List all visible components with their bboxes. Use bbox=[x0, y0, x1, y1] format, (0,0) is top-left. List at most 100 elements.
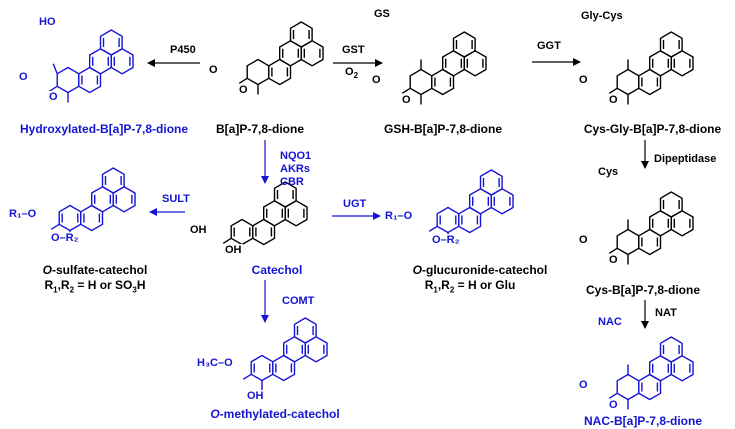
label-glucuronide-o-prefix: O bbox=[412, 263, 422, 277]
sulfate-r-text: = H or SO bbox=[74, 278, 133, 292]
structure-gsh-dione bbox=[401, 31, 487, 105]
enzyme-p450: P450 bbox=[170, 44, 196, 56]
structure-gsh-dione-ring-1 bbox=[409, 68, 433, 96]
enzyme-ugt: UGT bbox=[343, 198, 367, 210]
structure-glucuronide-catechol-ring-5 bbox=[479, 169, 503, 196]
atom-or2-glucuronide: O–R₂ bbox=[431, 234, 461, 246]
structure-cys-dione-bond-0 bbox=[608, 247, 618, 254]
atom-ho-hydroxylated: HO bbox=[38, 16, 57, 28]
atom-gs: GS bbox=[373, 8, 391, 20]
structure-cysgly-dione bbox=[608, 31, 694, 105]
structure-methylated-catechol-bond-0 bbox=[242, 373, 252, 380]
structure-cysgly-dione-ring-5 bbox=[659, 31, 683, 58]
atom-o-hydroxylated-2: O bbox=[48, 91, 59, 103]
atom-o-cysgly-2: O bbox=[608, 94, 619, 106]
structure-hydroxylated-dione-bond-2 bbox=[52, 63, 58, 75]
structure-parent-dione-ring-5 bbox=[289, 21, 313, 48]
structure-nac-dione-ring-5 bbox=[659, 336, 683, 363]
sulfate-r-sub3: 3 bbox=[132, 285, 137, 295]
structure-hydroxylated-dione-ring-5 bbox=[99, 29, 123, 56]
atom-o-hydroxylated-1: O bbox=[18, 71, 29, 83]
structure-cys-dione-ring-5 bbox=[659, 191, 683, 218]
enzyme-dipeptidase: Dipeptidase bbox=[654, 153, 717, 165]
structure-cysgly-dione-bond-0 bbox=[608, 87, 618, 94]
sulfate-r-sub1: 1 bbox=[53, 285, 58, 295]
label-methylated-catechol: O-methylated-catechol bbox=[195, 407, 355, 421]
label-hydroxylated-dione: Hydroxylated-B[a]P-7,8-dione bbox=[20, 122, 189, 136]
enzyme-gst: GST bbox=[342, 44, 365, 56]
structure-gsh-dione-ring-5 bbox=[452, 31, 476, 58]
enzyme-sult: SULT bbox=[162, 193, 190, 205]
enzyme-o2: O2 bbox=[345, 66, 358, 82]
structure-cys-dione-ring-1 bbox=[616, 228, 640, 256]
label-catechol: Catechol bbox=[251, 263, 303, 277]
structure-sulfate-catechol bbox=[50, 167, 136, 241]
atom-gly-cys: Gly-Cys bbox=[580, 10, 624, 22]
structure-hydroxylated-dione-bond-0 bbox=[48, 85, 58, 92]
label-sulfate-rest: -sulfate-catechol bbox=[51, 263, 148, 277]
label-glucuronide-catechol: O-glucuronide-catechol bbox=[395, 263, 565, 277]
atom-oh-catechol-1: OH bbox=[189, 224, 208, 236]
structure-methylated-catechol-ring-5 bbox=[293, 317, 317, 344]
structure-cysgly-dione-ring-1 bbox=[616, 68, 640, 96]
structure-hydroxylated-dione bbox=[48, 29, 134, 103]
atom-oh-methylated: OH bbox=[246, 390, 265, 402]
structure-nac-dione-ring-1 bbox=[616, 373, 640, 401]
atom-h3co-methylated: H₃C–O bbox=[196, 357, 234, 369]
label-gsh-dione: GSH-B[a]P-7,8-dione bbox=[383, 122, 502, 136]
structure-sulfate-catechol-ring-5 bbox=[101, 167, 125, 194]
label-methylated-rest: -methylated-catechol bbox=[219, 407, 340, 421]
atom-o-gsh-1: O bbox=[371, 74, 382, 86]
label-methylated-o-prefix: O bbox=[210, 407, 220, 421]
sulfate-r-end: H bbox=[136, 278, 146, 292]
label-nac-dione: NAC-B[a]P-7,8-dione bbox=[583, 414, 702, 428]
structure-cys-dione bbox=[608, 191, 694, 265]
enzyme-comt: COMT bbox=[282, 295, 315, 307]
sulfate-r-mid: ,R bbox=[57, 278, 70, 292]
glucuronide-r-main: R bbox=[424, 278, 434, 292]
structure-glucuronide-catechol-bond-0 bbox=[428, 225, 438, 232]
structure-catechol-ring-5 bbox=[273, 181, 297, 208]
atom-o-parent-2: O bbox=[238, 84, 249, 96]
enzyme-cbr: CBR bbox=[280, 176, 304, 188]
label-sulfate-r-groups: R1,R2 = H or SO3H bbox=[20, 278, 170, 297]
atom-o-nac-2: O bbox=[608, 399, 619, 411]
sulfate-r-main: R bbox=[44, 278, 54, 292]
glucuronide-r-text: = H or Glu bbox=[454, 278, 516, 292]
glucuronide-r-sub1: 1 bbox=[433, 285, 438, 295]
label-sulfate-catechol: O-sulfate-catechol bbox=[20, 263, 170, 277]
structure-gsh-dione-bond-0 bbox=[401, 87, 411, 94]
atom-o-cys-2: O bbox=[608, 254, 619, 266]
enzyme-nqo1: NQO1 bbox=[280, 150, 312, 162]
label-glucuronide-rest: -glucuronide-catechol bbox=[422, 263, 548, 277]
o2-sub: 2 bbox=[353, 71, 359, 81]
label-sulfate-o-prefix: O bbox=[42, 263, 52, 277]
sulfate-r-sub2: 2 bbox=[69, 285, 75, 295]
structure-methylated-catechol bbox=[242, 317, 328, 391]
atom-o-cys-1: O bbox=[578, 234, 589, 246]
enzyme-akrs: AKRs bbox=[280, 163, 310, 175]
structure-catechol-bond-0 bbox=[222, 237, 232, 244]
enzyme-nat: NAT bbox=[655, 307, 677, 319]
o2-main: O bbox=[345, 66, 354, 78]
structure-nac-dione bbox=[608, 336, 694, 410]
structure-parent-dione-ring-1 bbox=[246, 58, 270, 86]
structure-nac-dione-bond-0 bbox=[608, 392, 618, 399]
label-glucuronide-r-groups: R1,R2 = H or Glu bbox=[405, 278, 535, 297]
label-parent-dione: B[a]P-7,8-dione bbox=[215, 122, 304, 136]
label-cysgly-dione: Cys-Gly-B[a]P-7,8-dione bbox=[583, 122, 722, 136]
glucuronide-r-mid: ,R bbox=[437, 278, 450, 292]
atom-o-cysgly-1: O bbox=[578, 74, 589, 86]
atom-or2-sulfate: O–R₂ bbox=[50, 232, 80, 244]
atom-cys: Cys bbox=[597, 166, 620, 178]
structure-glucuronide-catechol bbox=[428, 169, 514, 243]
label-cys-dione: Cys-B[a]P-7,8-dione bbox=[585, 283, 701, 297]
atom-o-parent-1: O bbox=[208, 64, 219, 76]
atom-r1o-glucuronide: R₁–O bbox=[384, 210, 414, 222]
atom-nac: NAC bbox=[597, 316, 623, 328]
atom-r1o-sulfate: R₁–O bbox=[8, 208, 38, 220]
atom-o-gsh-2: O bbox=[401, 94, 412, 106]
atom-o-nac-1: O bbox=[578, 379, 589, 391]
